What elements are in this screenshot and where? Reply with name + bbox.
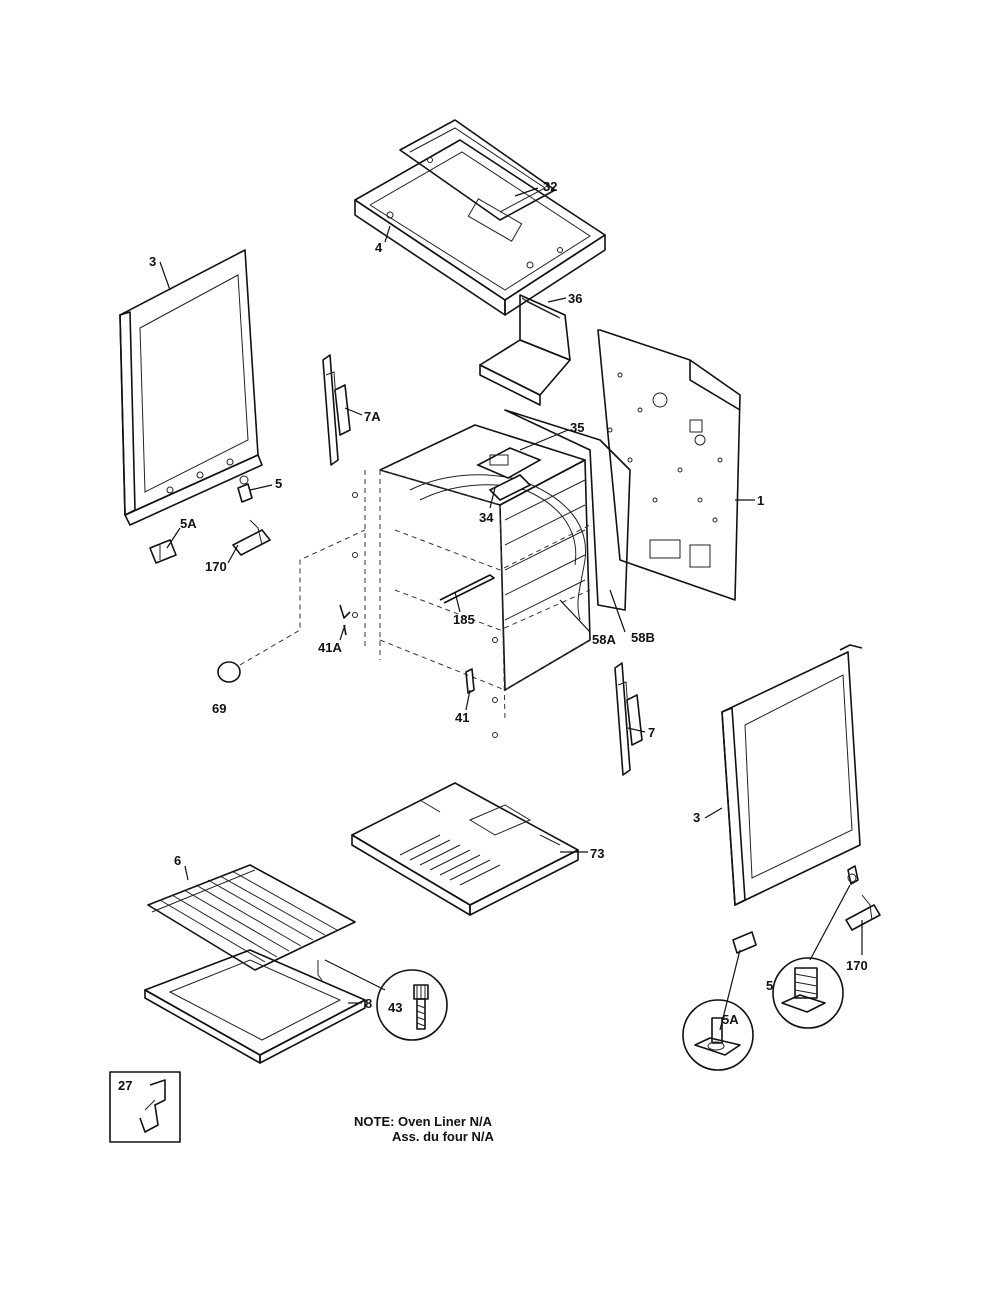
hardware-left-part: [149, 475, 271, 564]
callout-58a: 58A: [592, 632, 616, 647]
item-27-box: [109, 1071, 181, 1143]
leader-lines: [159, 187, 863, 1004]
plug-69-part: [217, 529, 366, 683]
callout-7: 7: [648, 725, 655, 740]
callout-5a-right: 5A: [722, 1012, 739, 1027]
callout-34: 34: [479, 510, 494, 525]
callout-3-left: 3: [149, 254, 156, 269]
note-line-1: NOTE: Oven Liner N/A: [354, 1114, 492, 1129]
bottom-tray-part: [351, 782, 579, 916]
callout-170-right: 170: [846, 958, 868, 973]
callout-5a-left: 5A: [180, 516, 197, 531]
vent-duct-part: [479, 294, 571, 406]
callout-1: 1: [757, 493, 764, 508]
callout-6: 6: [174, 853, 181, 868]
left-side-panel-part: [119, 249, 263, 526]
top-frame-part: [354, 119, 606, 316]
callout-69: 69: [212, 701, 226, 716]
note-line-2: Ass. du four N/A: [392, 1129, 494, 1144]
broil-pan-part: [144, 949, 386, 1064]
callout-185: 185: [453, 612, 475, 627]
detail-5-part: [772, 957, 844, 1029]
detail-43-part: [376, 969, 448, 1041]
callout-36: 36: [568, 291, 582, 306]
callout-5-right: 5: [766, 978, 773, 993]
back-panel-part: [597, 329, 741, 601]
hinge-7-part: [614, 662, 643, 776]
stop-41a-part: [339, 604, 351, 636]
callout-170-left: 170: [205, 559, 227, 574]
callout-4: 4: [375, 240, 383, 255]
stop-41-part: [465, 668, 475, 694]
callout-3-right: 3: [693, 810, 700, 825]
callout-41a: 41A: [318, 640, 342, 655]
callout-8: 8: [365, 996, 372, 1011]
callout-7a: 7A: [364, 409, 381, 424]
hardware-right-part: [719, 865, 881, 1031]
callout-27: 27: [118, 1078, 132, 1093]
right-side-panel-part: [721, 644, 863, 906]
callout-41: 41: [455, 710, 469, 725]
detail-5a-part: [682, 999, 754, 1071]
cabinet-body-part: [352, 409, 631, 738]
callout-32: 32: [543, 179, 557, 194]
oven-rack-part: [147, 864, 356, 971]
callout-5-left: 5: [275, 476, 282, 491]
callout-35: 35: [570, 420, 584, 435]
callout-58b: 58B: [631, 630, 655, 645]
callout-73: 73: [590, 846, 604, 861]
callout-labels: 32 4 36 3 7A 35 1 5 5A 34 170 185 41A 58…: [118, 179, 868, 1093]
callout-43: 43: [388, 1000, 402, 1015]
hinge-7a-part: [322, 354, 351, 466]
